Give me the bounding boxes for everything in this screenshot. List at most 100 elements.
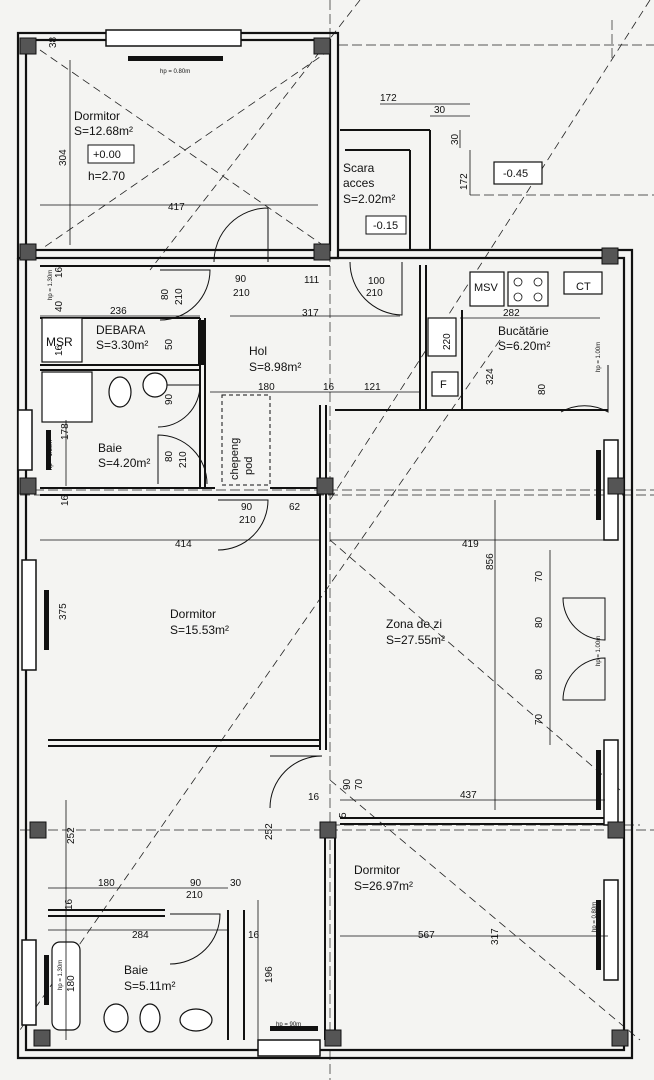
room-name-dormitor-mid: Dormitor	[170, 607, 216, 621]
stove-burners	[513, 277, 543, 302]
dim-text: 80	[164, 450, 175, 462]
dim-text: 419	[462, 539, 479, 550]
room-area-dormitor-mid: S=15.53m²	[170, 623, 229, 637]
level-box	[87, 144, 135, 164]
dim-text: 70	[354, 778, 365, 790]
bidet-icon	[139, 1003, 161, 1033]
dim-text: 282	[503, 308, 520, 319]
door-swings	[157, 207, 609, 965]
room-area-hol: S=8.98m²	[249, 360, 301, 374]
room-name-dormitor-se: Dormitor	[354, 863, 400, 877]
window-tags: hp = 0.80m hp = 1.30m hp = 1.30m hp = 1.…	[48, 69, 602, 1028]
dim-text: 178	[60, 423, 71, 440]
window-tag: hp = 1.00m	[596, 342, 602, 372]
room-area-bucatarie: S=6.20m²	[498, 339, 550, 353]
dim-text: 100	[368, 276, 385, 287]
room-name-bucatarie: Bucătărie	[498, 324, 549, 338]
dim-text: 16	[308, 792, 320, 803]
toilet-icon	[103, 1003, 129, 1033]
sink-icon	[142, 372, 168, 398]
dim-text: 90	[190, 878, 202, 889]
dim-text: 121	[364, 382, 381, 393]
dim-text: 70	[534, 570, 545, 582]
dim-text: 317	[302, 308, 319, 319]
dim-text: 172	[459, 173, 470, 190]
dim-text: 16	[54, 344, 65, 356]
dim-text: 210	[366, 288, 383, 299]
dim-text: 417	[168, 202, 185, 213]
dim-text: 414	[175, 539, 192, 550]
kitchen-sink-icon	[427, 317, 457, 357]
hatch-label-2: pod	[243, 457, 255, 475]
ct-label: CT	[576, 281, 591, 293]
window-shutters	[44, 56, 601, 1031]
dim-text: 16	[323, 382, 335, 393]
dim-text: 236	[110, 306, 127, 317]
dim-text: 172	[380, 93, 397, 104]
window-tag: hp = 1.30m	[48, 440, 54, 470]
window-tag: hp = 1.00m	[596, 636, 602, 666]
level-box-outside	[493, 161, 543, 185]
dim-text: 30	[230, 878, 242, 889]
room-area-dormitor-se: S=26.97m²	[354, 879, 413, 893]
room-name-baie-bottom: Baie	[124, 963, 148, 977]
dim-text: 210	[233, 288, 250, 299]
dim-text: 16	[64, 898, 75, 910]
fixtures	[41, 271, 603, 1033]
dim-text: 50	[164, 338, 175, 350]
dim-text: 90	[164, 393, 175, 405]
window-tag: hp = 1.30m	[48, 270, 54, 300]
dim-text: 62	[289, 502, 301, 513]
room-area-zona-de-zi: S=27.55m²	[386, 633, 445, 647]
interior-walls	[40, 129, 608, 1040]
room-name-zona-de-zi: Zona de zi	[386, 617, 442, 631]
dim-text: 90	[342, 778, 353, 790]
room-name-dormitor-nw: Dormitor	[74, 109, 120, 123]
dim-text: 180	[258, 382, 275, 393]
dim-text: 304	[58, 149, 69, 166]
room-labels: Dormitor S=12.68m² +0.00 h=2.70 Scara ac…	[46, 109, 591, 993]
dim-text: 856	[485, 553, 496, 570]
window-tag: hp = 0.80m	[160, 69, 190, 75]
dim-text: 180	[98, 878, 115, 889]
stove-icon	[507, 271, 549, 307]
dim-text: 40	[54, 300, 65, 312]
dim-text: 210	[174, 288, 185, 305]
dim-text: 437	[460, 790, 477, 801]
dim-text: 567	[418, 930, 435, 941]
room-name-hol: Hol	[249, 344, 267, 358]
window-tag: hp = 0.80m	[592, 902, 598, 932]
window-tag: hp = 90m	[276, 1022, 301, 1028]
room-area-baie-top: S=4.20m²	[98, 456, 150, 470]
dim-text: 80	[160, 288, 171, 300]
dim-text: 90	[241, 502, 253, 513]
fridge-label: F	[440, 379, 447, 391]
dim-text: 5	[338, 812, 349, 818]
msv-label: MSV	[474, 282, 499, 294]
room-area-baie-bottom: S=5.11m²	[124, 979, 175, 993]
dim-text: 210	[178, 451, 189, 468]
window-tag: hp = 1.30m	[58, 960, 64, 990]
dim-text: 80	[537, 383, 548, 395]
dim-text: 375	[58, 603, 69, 620]
level-outside: -0.45	[503, 168, 528, 180]
level-box-scara	[365, 215, 407, 235]
toilet-icon	[108, 376, 132, 408]
level-label: +0.00	[93, 149, 121, 161]
dim-text: 324	[485, 368, 496, 385]
columns	[19, 37, 629, 1047]
dim-text: 16	[60, 494, 71, 506]
attic-hatch	[221, 394, 271, 486]
room-area-dormitor-nw: S=12.68m²	[74, 124, 133, 138]
dim-text: 38	[48, 36, 59, 48]
dim-text: 16	[54, 266, 65, 278]
level-scara: -0.15	[373, 220, 398, 232]
room-name-debara: DEBARA	[96, 323, 145, 337]
dim-text: 252	[66, 827, 77, 844]
room-name-acces: acces	[343, 176, 374, 190]
hatch-label-1: chepeng	[229, 438, 241, 480]
dim-text: 220	[442, 333, 453, 350]
room-name-baie-top: Baie	[98, 441, 122, 455]
dim-text: 80	[534, 616, 545, 628]
